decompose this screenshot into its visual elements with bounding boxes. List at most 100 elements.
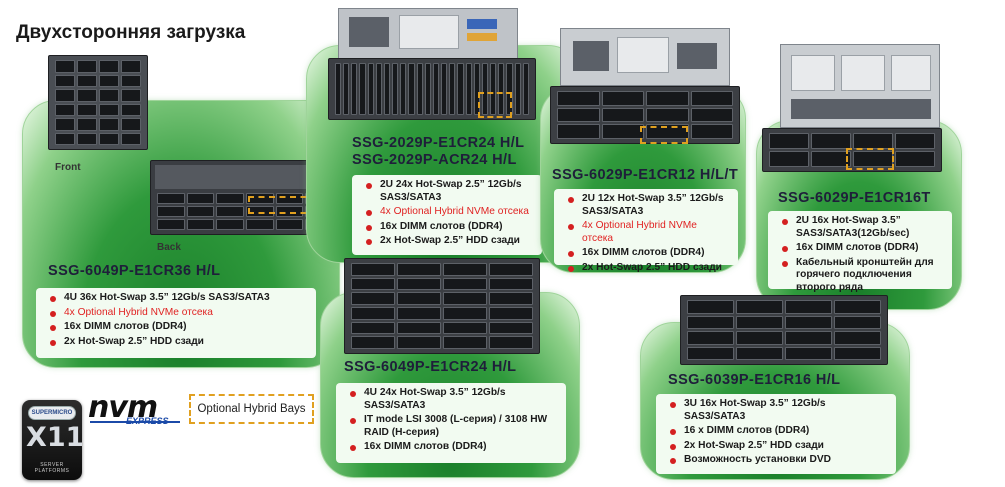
drive-bay: [351, 321, 395, 335]
drive-bay: [601, 91, 644, 106]
server-front-image: [680, 295, 888, 365]
nvm-express-logo: nvm: [88, 390, 158, 425]
drive-bay: [397, 307, 441, 320]
drive-bay: [99, 74, 119, 87]
drive-bay: [834, 315, 881, 329]
nvm-express-underline: [90, 421, 180, 423]
drive-bay: [121, 74, 141, 87]
drive-bay: [687, 315, 734, 329]
drive-bay: [275, 193, 304, 204]
drive-bay: [55, 103, 75, 116]
server-top-image: [560, 28, 730, 86]
drive-bay: [408, 63, 415, 115]
drive-bay: [216, 193, 244, 204]
drive-bay: [351, 63, 358, 115]
drive-bay: [646, 91, 689, 106]
drive-bay: [77, 103, 97, 116]
drive-bay: [785, 315, 832, 329]
model-line-2: SSG-2029P-ACR24 H/L: [352, 152, 517, 168]
server-front-image: [344, 258, 540, 354]
drive-bay: [481, 63, 489, 115]
drive-bay: [687, 346, 734, 360]
drive-bay: [736, 315, 783, 329]
drive-bay: [157, 219, 185, 230]
drive-bay: [441, 63, 448, 115]
spec-panel: 4U 36x Hot-Swap 3.5” 12Gb/s SAS3/SATA3 4…: [36, 288, 316, 358]
drive-bay: [895, 133, 935, 149]
drive-bay: [834, 300, 881, 314]
drive-bay: [498, 63, 505, 115]
drive-bay: [443, 307, 487, 320]
drive-bay: [186, 219, 215, 230]
drive-bay: [736, 300, 783, 314]
drive-bay: [55, 89, 75, 102]
spec-list: 4U 36x Hot-Swap 3.5” 12Gb/s SAS3/SATA3 4…: [50, 292, 306, 348]
drive-bay: [375, 63, 382, 115]
drive-bay: [245, 193, 274, 204]
drive-bay: [690, 107, 733, 123]
drive-bay: [77, 132, 97, 145]
spec-panel: 2U 12x Hot-Swap 3.5” 12Gb/s SAS3/SATA3 4…: [554, 189, 738, 273]
spec-list: 4U 24x Hot-Swap 3.5” 12Gb/s SAS3/SATA3 I…: [350, 387, 556, 454]
drive-bay: [785, 300, 832, 314]
drive-bay: [557, 124, 600, 139]
drive-bay: [157, 193, 185, 204]
drive-bay: [77, 60, 97, 73]
drive-bay: [557, 107, 600, 123]
drive-bay: [245, 206, 274, 217]
drive-bay: [77, 89, 97, 102]
drive-bay: [77, 74, 97, 87]
spec-item: 2x Hot-Swap 2.5” HDD сзади: [50, 336, 306, 349]
drive-bay: [457, 63, 464, 115]
drive-bay: [99, 89, 119, 102]
drive-bay: [275, 206, 304, 217]
drive-bay: [895, 151, 935, 167]
drive-bay: [121, 103, 141, 116]
drive-bay: [601, 124, 644, 139]
spec-item: 2x Hot-Swap 2.5” HDD сзади: [366, 235, 532, 248]
drive-bay: [55, 132, 75, 145]
page-title: Двухсторонняя загрузка: [16, 22, 246, 43]
drive-bay: [351, 292, 395, 305]
drive-bay: [245, 219, 274, 230]
server-front-image: [48, 55, 148, 150]
model-name: SSG-6049P-E1CR24 H/L: [344, 359, 517, 375]
drive-bay: [443, 263, 487, 276]
drive-bay: [690, 124, 733, 139]
drive-bay: [121, 89, 141, 102]
supermicro-x11-logo: SUPERMICRO X11 SERVER PLATFORMS: [22, 400, 82, 480]
drive-bay: [785, 331, 832, 345]
server-front-image: [550, 86, 740, 144]
spec-item: 16x DIMM слотов (DDR4): [350, 441, 556, 454]
spec-panel: 3U 16x Hot-Swap 3.5” 12Gb/s SAS3/SATA3 1…: [656, 394, 896, 474]
drive-bay: [400, 63, 407, 115]
model-name: SSG-2029P-E1CR24 H/L SSG-2029P-ACR24 H/L: [352, 135, 524, 169]
drive-bay: [687, 300, 734, 314]
drive-bay: [489, 292, 533, 305]
drive-bay: [55, 60, 75, 73]
drive-bay: [392, 63, 399, 115]
drive-bay: [416, 63, 423, 115]
front-label: Front: [55, 162, 81, 173]
spec-list: 3U 16x Hot-Swap 3.5” 12Gb/s SAS3/SATA3 1…: [670, 398, 886, 467]
spec-list: 2U 24x Hot-Swap 2.5” 12Gb/s SAS3/SATA3 4…: [366, 179, 532, 248]
drive-bay: [834, 346, 881, 360]
drive-bay: [443, 292, 487, 305]
drive-bay: [489, 336, 533, 349]
drive-bay: [351, 336, 395, 349]
spec-item: 4x Optional Hybrid NVMe отсека: [366, 206, 532, 219]
spec-item: 2x Hot-Swap 2.5” HDD сзади: [670, 440, 886, 453]
drive-bay: [853, 133, 893, 149]
drive-bay: [335, 63, 342, 115]
spec-panel: 2U 16x Hot-Swap 3.5” SAS3/SATA3(12Gb/sec…: [768, 211, 952, 293]
spec-item: Возможность установки DVD: [670, 454, 886, 467]
drive-bay: [397, 263, 441, 276]
spec-item: 3U 16x Hot-Swap 3.5” 12Gb/s SAS3/SATA3: [670, 398, 886, 423]
drive-bay: [55, 118, 75, 131]
drive-bay: [646, 107, 689, 123]
drive-bay: [121, 118, 141, 131]
drive-bay: [383, 63, 391, 115]
drive-bay: [397, 292, 441, 305]
spec-item: 16x DIMM слотов (DDR4): [782, 242, 942, 255]
hybrid-bay-highlight: [640, 126, 688, 144]
